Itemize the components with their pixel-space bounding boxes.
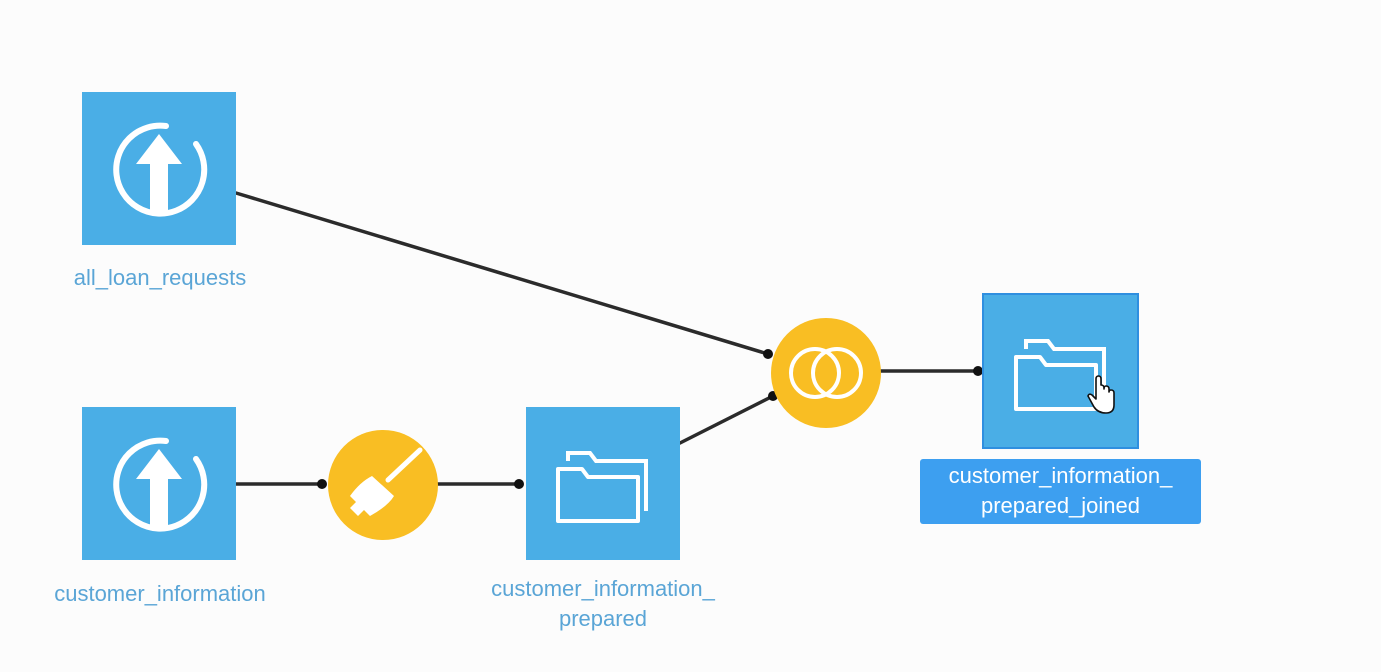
dataset-customer-information-prepared-joined[interactable]: [982, 293, 1139, 449]
edge-endpoint: [763, 349, 773, 359]
upload-icon: [113, 122, 208, 217]
dataset-label-customer-information[interactable]: customer_information: [54, 581, 266, 606]
edge-endpoint: [514, 479, 524, 489]
dataset-customer-information[interactable]: [82, 407, 236, 560]
dataset-label-customer-information-prepared-joined[interactable]: customer_information_ prepared_joined: [920, 459, 1201, 524]
label-line-1: customer_information_: [491, 576, 715, 601]
dataset-all-loan-requests[interactable]: [82, 92, 236, 245]
recipe-prepare[interactable]: [328, 430, 438, 540]
dataset-label-customer-information-prepared[interactable]: customer_information_ prepared: [463, 574, 743, 634]
edge-prepared-to-join: [678, 394, 775, 445]
broom-icon: [350, 447, 423, 516]
hand-cursor-icon: [1087, 375, 1115, 414]
upload-icon: [113, 437, 208, 532]
label-line-2: prepared_joined: [980, 493, 1141, 518]
edge-endpoint: [973, 366, 983, 376]
edge-loan-requests-to-join: [234, 191, 770, 356]
folder-icon: [1014, 339, 1106, 411]
label-line-2: prepared: [558, 606, 648, 631]
folder-icon: [556, 451, 648, 523]
edge-endpoint: [317, 479, 327, 489]
dataset-customer-information-prepared[interactable]: [526, 407, 680, 560]
label-line-1: customer_information_: [948, 463, 1173, 488]
join-icon: [789, 347, 863, 399]
recipe-join[interactable]: [771, 318, 881, 428]
dataset-label-all-loan-requests[interactable]: all_loan_requests: [73, 265, 247, 290]
